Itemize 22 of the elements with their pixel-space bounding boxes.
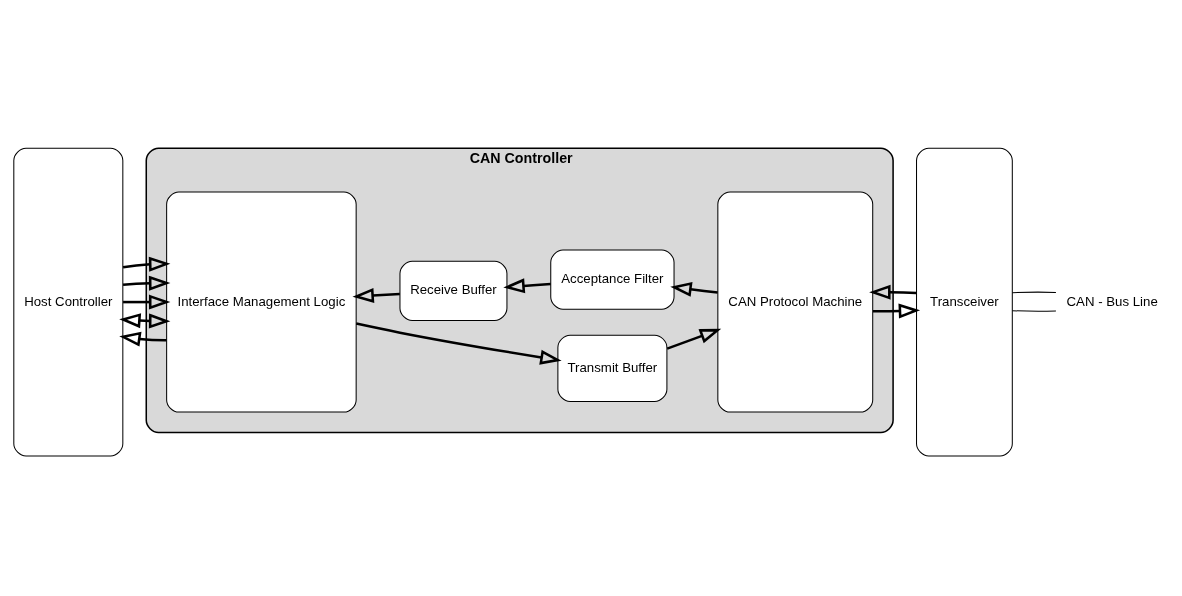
arrow	[122, 275, 171, 291]
connector	[1011, 310, 1057, 312]
arrow	[869, 284, 917, 300]
arrow	[352, 288, 400, 303]
arrow	[119, 331, 167, 347]
node-box: CAN Protocol Machine	[717, 191, 874, 413]
node-box: Receive Buffer	[399, 260, 508, 321]
arrow	[123, 294, 171, 310]
connector	[1011, 291, 1057, 294]
node-box: Interface Management Logic	[166, 191, 357, 413]
node-box: Transmit Buffer	[557, 334, 668, 402]
arrow	[355, 322, 562, 365]
arrow	[666, 328, 722, 350]
node-box: Acceptance Filter	[550, 249, 675, 310]
node-box: Transceiver	[916, 147, 1013, 457]
arrow	[503, 278, 551, 294]
arrow	[122, 256, 171, 272]
arrow	[873, 303, 921, 319]
arrow	[670, 281, 718, 297]
arrow	[119, 313, 171, 329]
node-box: Host Controller	[13, 147, 124, 457]
node-text: CAN - Bus Line	[1066, 293, 1158, 309]
